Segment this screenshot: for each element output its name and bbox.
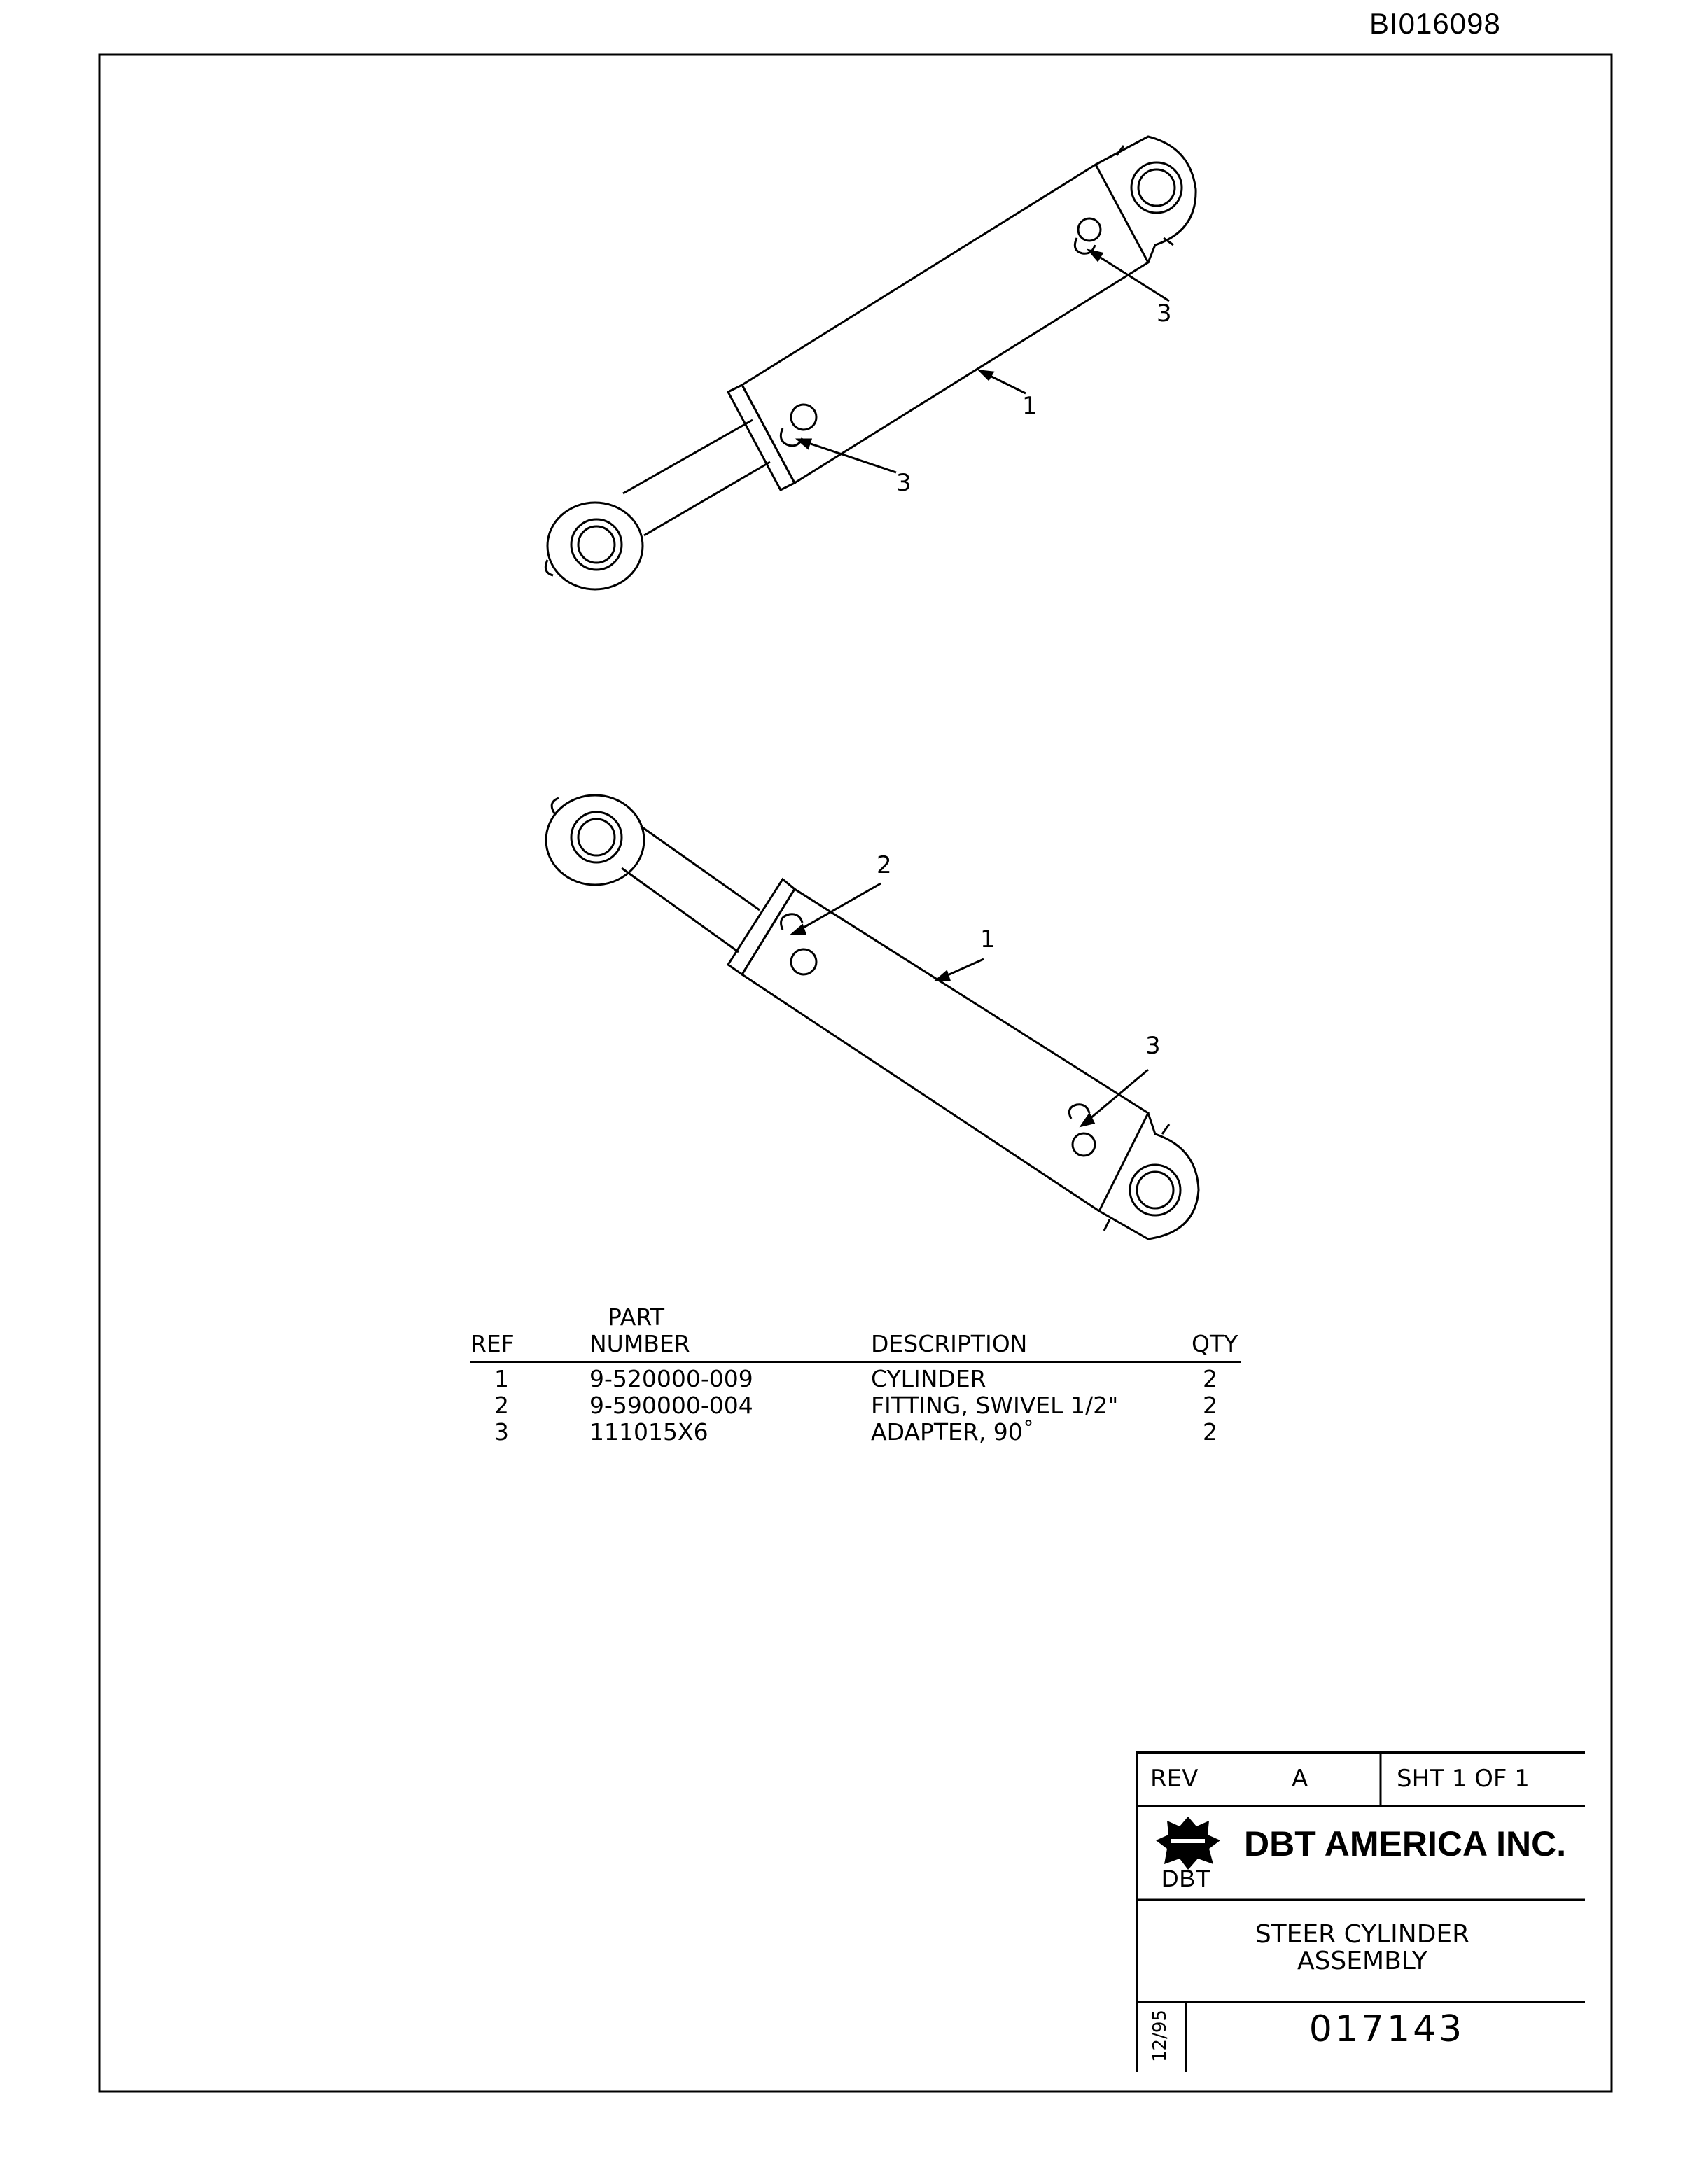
drawing-number: 017143 [1308, 2008, 1465, 2050]
callout-lower-3: 3 [1145, 1032, 1161, 1060]
header-part: PART [608, 1303, 665, 1331]
drawing-title-line2: ASSEMBLY [1297, 1947, 1428, 1975]
row-description: ADAPTER, 90˚ [871, 1418, 1035, 1446]
document-id: BI016098 [1369, 7, 1501, 40]
row-qty: 2 [1203, 1365, 1217, 1392]
company-name: DBT AMERICA INC. [1244, 1824, 1567, 1863]
row-qty: 2 [1203, 1418, 1217, 1446]
table-row: 2 9-590000-004 FITTING, SWIVEL 1/2" 2 [470, 1392, 1241, 1420]
row-ref: 3 [494, 1418, 509, 1446]
table-row: 3 111015X6 ADAPTER, 90˚ 2 [470, 1418, 1241, 1446]
row-description: CYLINDER [871, 1365, 986, 1392]
sheet-number: SHT 1 OF 1 [1397, 1765, 1530, 1793]
table-row: 1 9-520000-009 CYLINDER 2 [470, 1365, 1241, 1393]
row-part-number: 111015X6 [589, 1418, 708, 1446]
row-ref: 1 [494, 1365, 509, 1392]
callout-lower-2: 2 [877, 851, 892, 879]
title-block-grid [1136, 1751, 1585, 2072]
callout-upper-3b: 3 [896, 469, 912, 497]
drawing-date: 12/95 [1150, 2010, 1171, 2062]
header-qty: QTY [1192, 1330, 1238, 1357]
header-rule [470, 1361, 1241, 1363]
row-part-number: 9-590000-004 [589, 1392, 753, 1419]
row-ref: 2 [494, 1392, 509, 1419]
callout-upper-1: 1 [1022, 392, 1038, 420]
header-ref: REF [470, 1330, 515, 1357]
callout-lower-1: 1 [980, 925, 996, 953]
dbt-logo-icon [1156, 1816, 1220, 1870]
logo-text: DBT [1161, 1865, 1211, 1892]
row-qty: 2 [1203, 1392, 1217, 1419]
callout-upper-3a: 3 [1157, 300, 1172, 328]
drawing-title-line1: STEER CYLINDER [1255, 1920, 1470, 1949]
title-block: REV A SHT 1 OF 1 DBT DBT AMERICA INC. ST… [1136, 1751, 1585, 2072]
rev-value: A [1292, 1765, 1308, 1793]
rev-label: REV [1150, 1765, 1199, 1793]
upper-cylinder [544, 135, 1197, 591]
row-part-number: 9-520000-009 [589, 1365, 753, 1392]
header-number: NUMBER [589, 1330, 690, 1357]
header-description: DESCRIPTION [871, 1330, 1028, 1357]
row-description: FITTING, SWIVEL 1/2" [871, 1392, 1119, 1419]
lower-cylinder [545, 794, 1200, 1240]
